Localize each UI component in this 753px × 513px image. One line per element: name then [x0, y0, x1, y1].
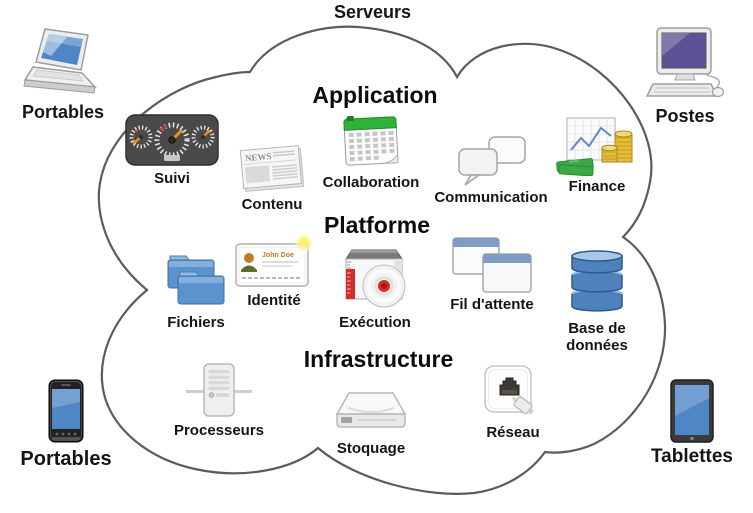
desktop-icon [645, 27, 725, 98]
folders-icon [167, 255, 225, 305]
node-identite: John Doe Identité [209, 234, 339, 309]
node-reseau: Réseau [448, 364, 578, 441]
node-portables-bottom: Portables [16, 378, 116, 471]
node-tablettes: Tablettes [642, 378, 742, 468]
tablettes-label: Tablettes [650, 446, 733, 467]
portables-top-label: Portables [21, 102, 105, 122]
node-base-donnees: Base de données [532, 246, 662, 355]
communication-label: Communication [434, 189, 548, 206]
suivi-label: Suivi [154, 170, 190, 187]
node-execution: Exécution [310, 242, 440, 331]
ethernet-plug-icon [484, 365, 534, 415]
calendar-grid [348, 130, 395, 162]
hard-drive-icon [335, 392, 407, 428]
node-stoquage: Stoquage [306, 390, 436, 457]
reseau-label: Réseau [486, 424, 540, 441]
fil-attente-label: Fil d'attente [450, 296, 534, 313]
node-collaboration: Collaboration [306, 112, 436, 191]
application-heading: Application [312, 82, 438, 108]
laptop-icon [23, 28, 97, 94]
execution-label: Exécution [339, 314, 411, 331]
chat-bubbles-icon [458, 136, 526, 186]
stacked-windows-icon [452, 237, 532, 293]
node-contenu: NEWS Contenu [207, 142, 337, 213]
node-fichiers: Fichiers [131, 246, 261, 331]
base-donnees-label-line2: données [566, 337, 628, 355]
node-portables-top: Portables [8, 26, 118, 123]
identite-label: Identité [247, 292, 301, 309]
node-suivi: Suivi [107, 112, 237, 187]
node-serveurs: Serveurs [310, 0, 435, 23]
calendar-icon [343, 115, 399, 166]
processeurs-label: Processeurs [173, 422, 265, 439]
newspaper-title-text: NEWS [245, 151, 272, 163]
node-fil-attente: Fil d'attente [427, 236, 557, 313]
postes-label: Postes [655, 106, 715, 126]
node-processeurs: Processeurs [154, 362, 284, 439]
contenu-label: Contenu [241, 196, 303, 213]
finance-label: Finance [568, 178, 626, 195]
newspaper-icon: NEWS [239, 145, 305, 192]
portables-bottom-label: Portables [20, 448, 112, 470]
fichiers-label: Fichiers [167, 314, 225, 331]
chart-money-icon [556, 117, 633, 176]
node-communication: Communication [426, 135, 556, 206]
database-icon [571, 250, 623, 312]
platforme-heading: Platforme [323, 212, 431, 238]
id-card-icon: John Doe [235, 234, 314, 287]
id-card-name-text: John Doe [262, 252, 294, 259]
node-finance: Finance [532, 116, 662, 195]
base-donnees-label-line1: Base de [568, 320, 626, 337]
tablet-icon [670, 379, 714, 443]
dashboard-gauge-icon [125, 114, 219, 166]
node-postes: Postes [630, 26, 740, 127]
serveurs-label: Serveurs [333, 2, 412, 22]
stoquage-label: Stoquage [336, 440, 406, 457]
server-tower-icon [186, 363, 252, 417]
software-box-cd-icon [345, 249, 406, 308]
infrastructure-heading: Infrastructure [303, 346, 454, 372]
collaboration-label: Collaboration [322, 174, 420, 191]
smartphone-icon [48, 379, 84, 443]
glow-highlight [294, 234, 314, 253]
